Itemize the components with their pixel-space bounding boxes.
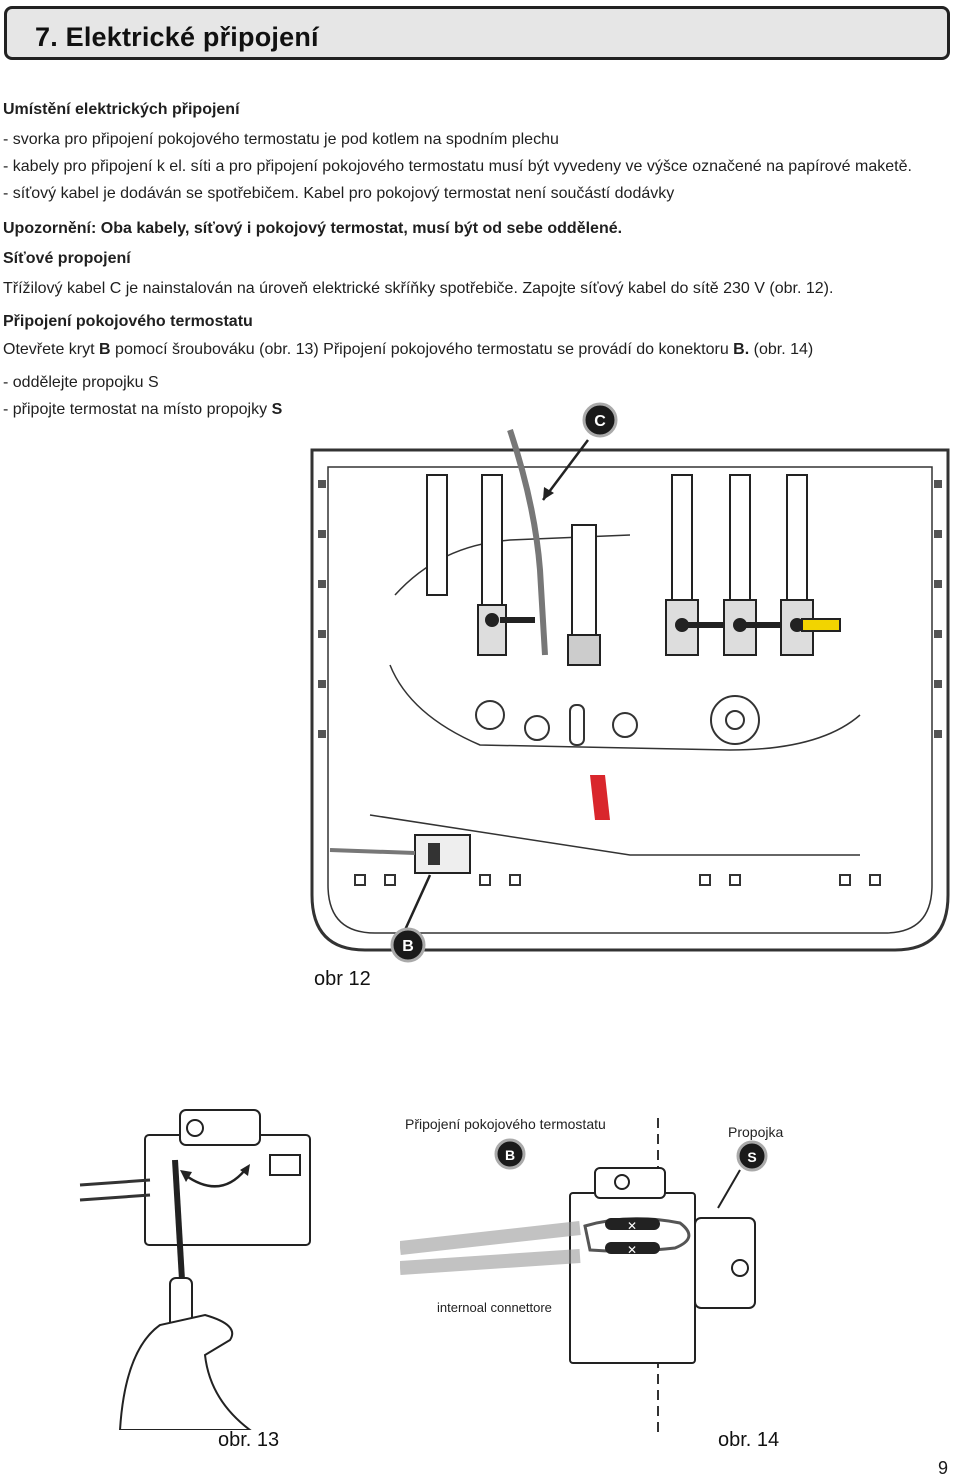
thermostat-text-c: pomocí šroubováku (obr. 13) Připojení po… [110,341,734,358]
label-internal-connector: internoal connettore [437,1300,552,1315]
mains-text: Třížilový kabel C je nainstalován na úro… [3,280,834,297]
thermostat-text: Otevřete kryt B pomocí šroubováku (obr. … [3,340,813,360]
text-line-2: - kabely pro připojení k el. síti a pro … [3,158,912,175]
page-number: 9 [937,1458,948,1478]
text-separate-bridge: - oddělejte propojku S [3,374,159,391]
thermostat-text-a: Otevřete kryt [3,341,100,358]
connect-text: - připojte termostat na místo propojky [3,401,272,418]
section-header: 7. Elektrické připojení [4,6,950,60]
figure-13-caption: obr. 13 [218,1429,280,1451]
text-line-1: - svorka pro připojení pokojového termos… [3,131,559,148]
svg-text:✕: ✕ [627,1219,637,1233]
connector-diagram: B S ✕ ✕ [400,1118,768,1438]
callout-c: C [594,413,606,430]
svg-text:✕: ✕ [627,1243,637,1257]
heading-location: Umístění elektrických připojení [3,101,240,118]
screwdriver-diagram [79,1109,311,1430]
heading-thermostat: Připojení pokojového termostatu [3,313,253,330]
figure-12-caption: obr 12 [314,968,371,990]
thermostat-text-b1: B [99,341,111,358]
label-thermostat-connection: Připojení pokojového termostatu [405,1116,606,1132]
callout-b-fig14: B [505,1147,515,1163]
connect-text-s: S [271,401,283,418]
section-title: 7. Elektrické připojení [35,22,319,52]
text-connect-thermostat: - připojte termostat na místo propojky S [3,400,282,420]
callout-s: S [747,1149,756,1165]
heading-mains: Síťové propojení [3,250,131,267]
figure-14-caption: obr. 14 [718,1429,780,1451]
text-line-3: - síťový kabel je dodáván se spotřebičem… [3,185,675,202]
boiler-diagram: C B [310,402,950,963]
thermostat-text-b2: B. [733,341,750,358]
thermostat-text-d: (obr. 14) [749,341,814,358]
label-bridge: Propojka [728,1124,784,1140]
callout-b: B [402,938,414,955]
warning-text: Upozornění: Oba kabely, síťový i pokojov… [3,220,623,237]
